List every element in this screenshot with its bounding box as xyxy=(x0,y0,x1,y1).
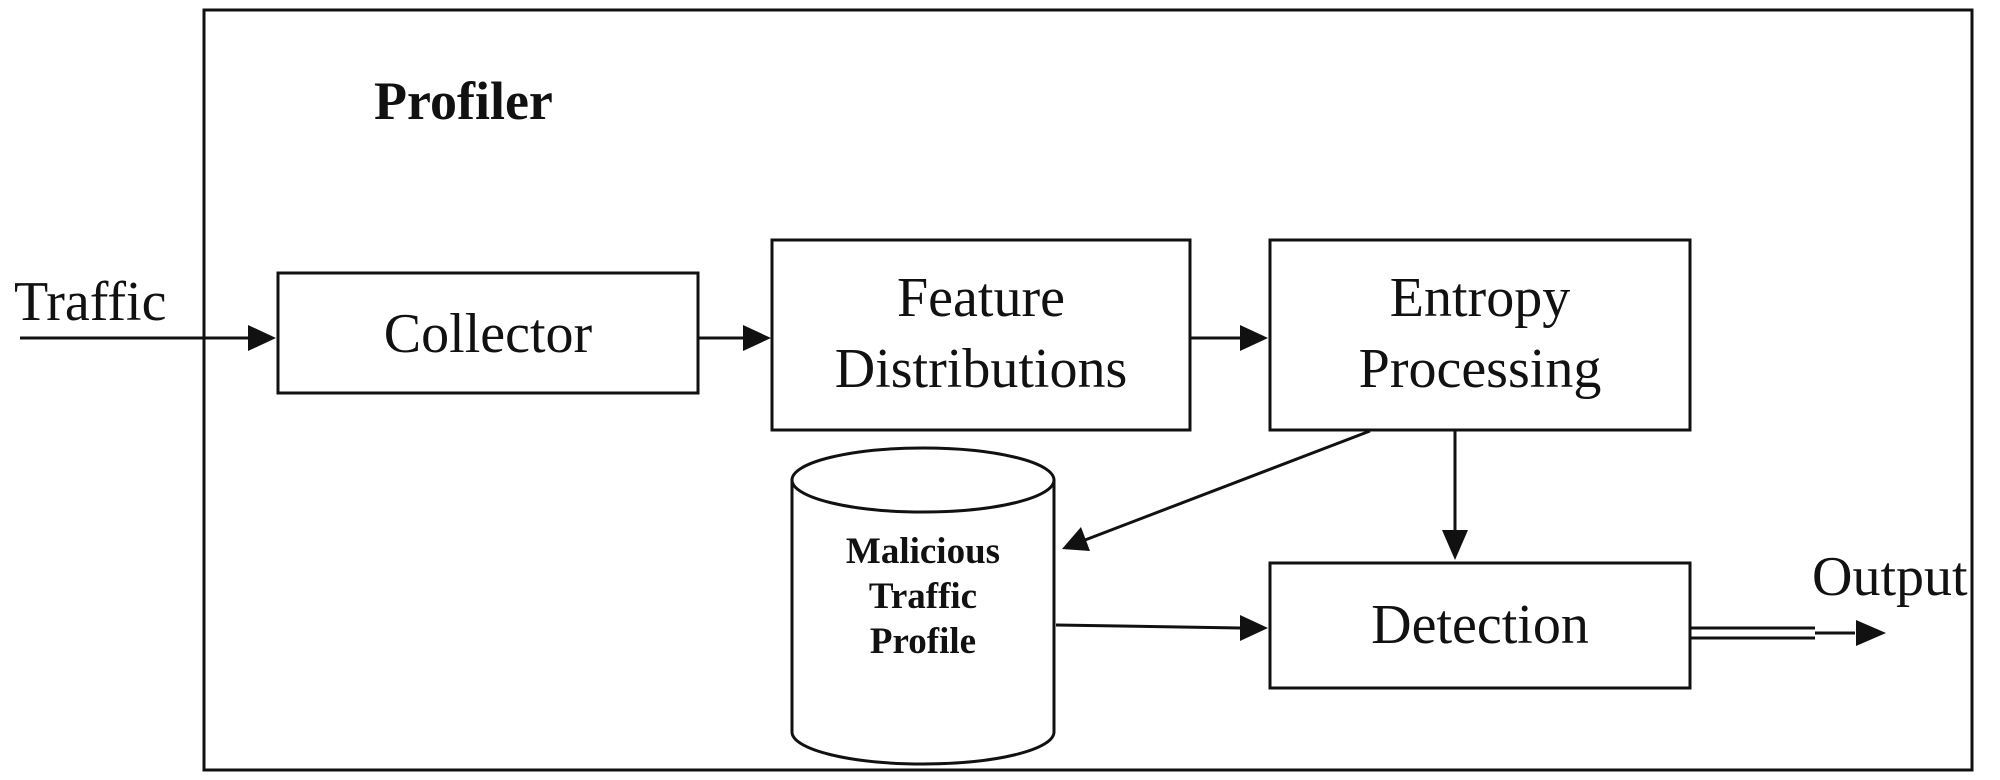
output-label: Output xyxy=(1812,546,1968,608)
profile-to-detection-arrowhead xyxy=(1240,615,1268,641)
traffic-input-arrowhead xyxy=(248,325,276,351)
features-to-entropy-arrowhead xyxy=(1240,325,1268,351)
collector-label: Collector xyxy=(384,303,593,365)
profile-to-detection-line xyxy=(1055,623,1241,630)
collector-block xyxy=(276,271,700,395)
entropy-processing-block xyxy=(1268,238,1692,432)
feature-distributions-block xyxy=(770,238,1192,432)
database-label-line2: Traffic xyxy=(869,576,977,617)
database-label-line3: Profile xyxy=(870,621,976,662)
detection-block xyxy=(1268,561,1692,690)
collector-to-features-arrowhead xyxy=(743,325,771,351)
entropy-processing-label-line1: Entropy xyxy=(1390,267,1570,329)
feature-distributions-label-line1: Feature xyxy=(897,267,1065,329)
database-top xyxy=(790,446,1056,514)
entropy-processing-label-line2: Processing xyxy=(1359,338,1602,400)
output-arrowhead xyxy=(1856,620,1886,646)
feature-distributions-label-line2: Distributions xyxy=(835,338,1127,400)
entropy-to-profile-line xyxy=(1084,429,1371,542)
traffic-input-label: Traffic xyxy=(14,271,166,333)
malicious-traffic-profile-database xyxy=(790,446,1056,766)
database-body xyxy=(790,480,1056,766)
profiler-frame xyxy=(202,8,1974,772)
entropy-to-detection-arrowhead xyxy=(1442,530,1468,560)
entropy-to-profile-arrowhead xyxy=(1062,527,1090,551)
database-label-line1: Malicious xyxy=(846,531,1000,572)
profiler-title: Profiler xyxy=(374,71,553,131)
detection-label: Detection xyxy=(1371,594,1589,656)
